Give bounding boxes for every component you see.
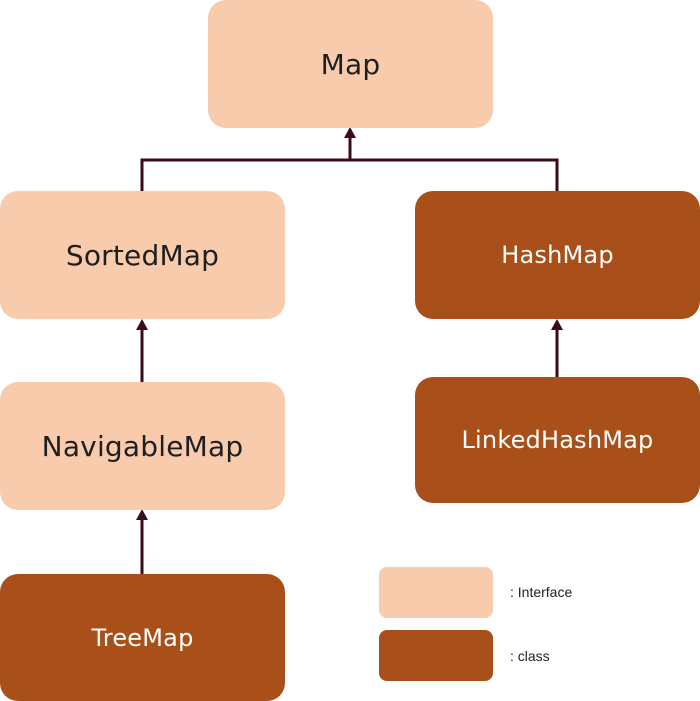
node-label: HashMap	[501, 241, 614, 269]
node-treemap: TreeMap	[0, 574, 285, 701]
node-label: NavigableMap	[41, 429, 244, 463]
node-navigablemap: NavigableMap	[0, 382, 285, 510]
node-label: LinkedHashMap	[461, 426, 654, 454]
node-hashmap: HashMap	[415, 191, 700, 319]
legend-class-swatch	[379, 630, 493, 681]
node-sortedmap: SortedMap	[0, 191, 285, 319]
arrowhead-hashmap	[551, 319, 563, 330]
arrowhead-sortedmap	[136, 319, 148, 330]
node-label: SortedMap	[65, 238, 220, 272]
node-map: Map	[208, 0, 493, 128]
arrowhead-map	[344, 127, 356, 138]
legend-interface-swatch	[379, 567, 493, 618]
legend-class-label: : class	[510, 648, 550, 664]
legend-interface-label: : Interface	[510, 584, 573, 600]
node-linkedhashmap: LinkedHashMap	[415, 377, 700, 503]
node-label: Map	[320, 47, 381, 81]
node-label: TreeMap	[91, 623, 194, 652]
edge-sortedmap-to-map	[140, 158, 559, 191]
arrowhead-navigablemap	[136, 509, 148, 520]
